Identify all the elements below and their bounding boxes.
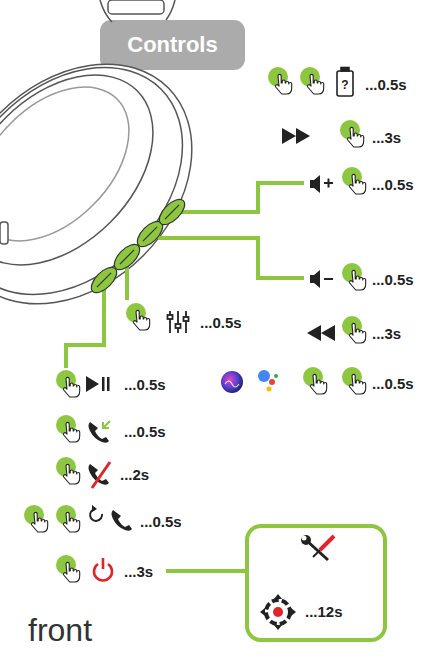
duration-label: ...0.5s: [124, 422, 166, 441]
duration-label: ...3s: [124, 562, 153, 581]
duration-label: ...3s: [372, 128, 401, 147]
duration-label: ...0.5s: [372, 374, 414, 393]
volume-down-icon: [310, 270, 333, 288]
reset-box: ...12s: [245, 524, 387, 642]
duration-label: ...0.5s: [124, 375, 166, 394]
forward-icon: [282, 128, 310, 144]
duration-label: ...0.5s: [372, 175, 414, 194]
press-icon: [24, 67, 366, 582]
side-label: front: [28, 610, 92, 650]
battery-symbol: ?: [341, 78, 348, 93]
volume-up-icon: [310, 175, 333, 193]
tools-icon: [301, 535, 334, 560]
reset-icon: [260, 594, 296, 630]
duration-label: ...0.5s: [140, 512, 182, 531]
reject-call-icon: [89, 462, 111, 488]
button: [87, 195, 189, 297]
duration-label: ...0.5s: [200, 313, 242, 332]
rewind-icon: [307, 325, 335, 341]
duration-label: ...0.5s: [372, 270, 414, 289]
equalizer-icon: [168, 311, 189, 333]
duration-label: ...3s: [372, 324, 401, 343]
answer-call-icon: [89, 421, 111, 443]
play-pause-icon: [86, 376, 110, 392]
battery-icon: [337, 68, 353, 97]
power-icon: [94, 558, 112, 580]
duration-label: ...2s: [120, 465, 149, 484]
duration-label: ...12s: [305, 602, 343, 622]
duration-label: ...0.5s: [365, 75, 407, 94]
voice-assistant-icon: [221, 370, 278, 393]
leader-line: [66, 183, 304, 571]
title: Controls: [100, 20, 245, 70]
redial-icon: [90, 505, 132, 531]
title-tab: [100, 20, 245, 70]
